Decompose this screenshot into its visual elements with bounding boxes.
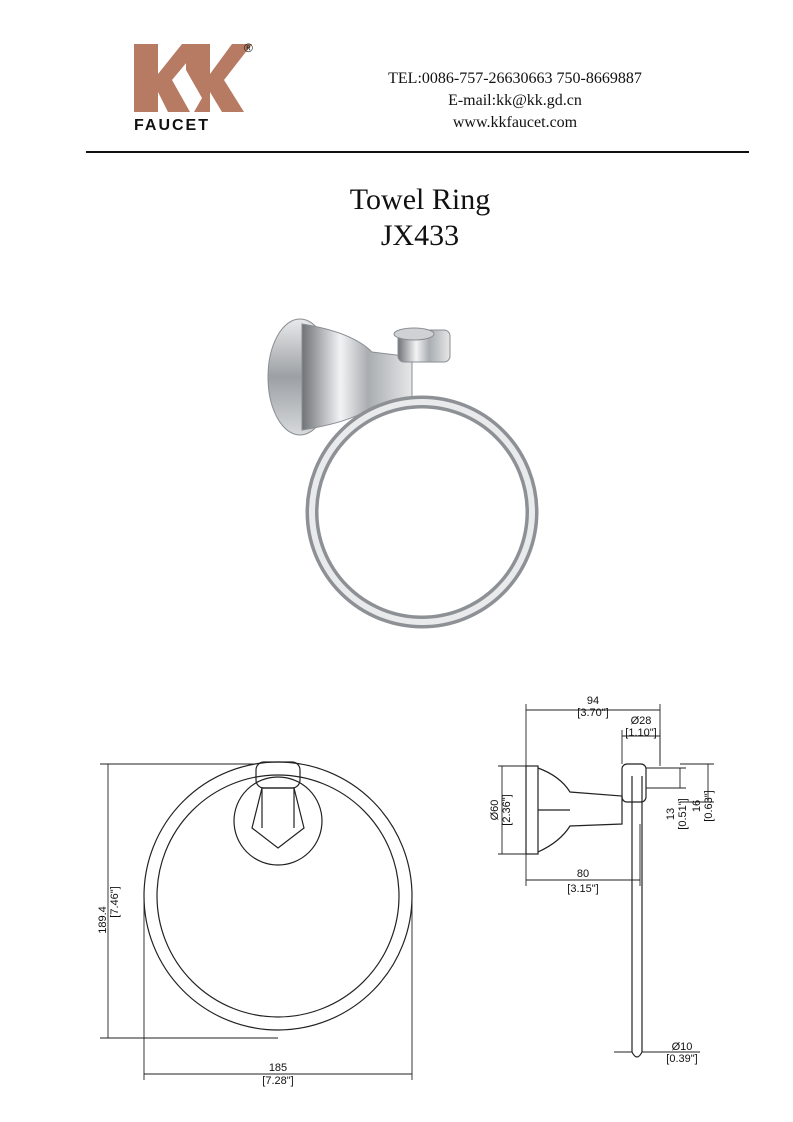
contact-website: www.kkfaucet.com — [452, 114, 578, 131]
ring-holder — [393, 327, 451, 363]
front-width-label: 185 — [269, 1062, 287, 1074]
technical-drawings: 189.4 [7.46"] 185 [7.28"] 94 [3.70"] — [97, 695, 715, 1087]
contact-tel: TEL:0086-757-26630663 750-8669887 — [388, 70, 642, 87]
h16-in-label: [0.63"] — [703, 790, 715, 821]
contact-block: TEL:0086-757-26630663 750-8669887 E-mail… — [330, 68, 700, 134]
front-view — [143, 761, 413, 1031]
logo-word: FAUCET — [134, 117, 210, 134]
base-dia-in-label: [2.36"] — [501, 794, 513, 825]
side-depth-label: 94 — [587, 695, 599, 707]
contact-email: E-mail:kk@kk.gd.cn — [448, 92, 582, 109]
towel-ring-render — [267, 318, 539, 629]
h16-label: 16 — [691, 800, 703, 812]
post-dia-in-label: [1.10"] — [625, 727, 656, 739]
post-dia-label: Ø28 — [631, 715, 652, 727]
kk-faucet-logo: ® FAUCET — [134, 41, 253, 134]
product-title: Towel Ring JX433 — [0, 182, 793, 254]
base-dia-label: Ø60 — [489, 800, 501, 821]
projection-label: 80 — [577, 868, 589, 880]
rod-dia-label: Ø10 — [672, 1041, 693, 1053]
logo-kk-mark — [134, 44, 252, 112]
front-view-dimensions — [100, 763, 413, 1080]
h13-label: 13 — [665, 808, 677, 820]
h13-in-label: [0.51"] — [677, 798, 689, 829]
rod-dia-in-label: [0.39"] — [666, 1053, 697, 1065]
ring — [305, 395, 539, 629]
front-height-label: 189.4 — [97, 906, 109, 934]
registered-mark: ® — [244, 41, 253, 55]
product-name: Towel Ring — [349, 183, 491, 216]
projection-in-label: [3.15"] — [567, 883, 598, 895]
side-view-dimensions — [498, 704, 714, 1053]
side-depth-in-label: [3.70"] — [577, 707, 608, 719]
product-model: JX433 — [380, 219, 460, 252]
wall-base — [267, 318, 413, 436]
side-view — [525, 763, 647, 1058]
header-divider — [86, 151, 749, 153]
front-width-in-label: [7.28"] — [262, 1075, 293, 1087]
front-height-in-label: [7.46"] — [109, 886, 121, 917]
